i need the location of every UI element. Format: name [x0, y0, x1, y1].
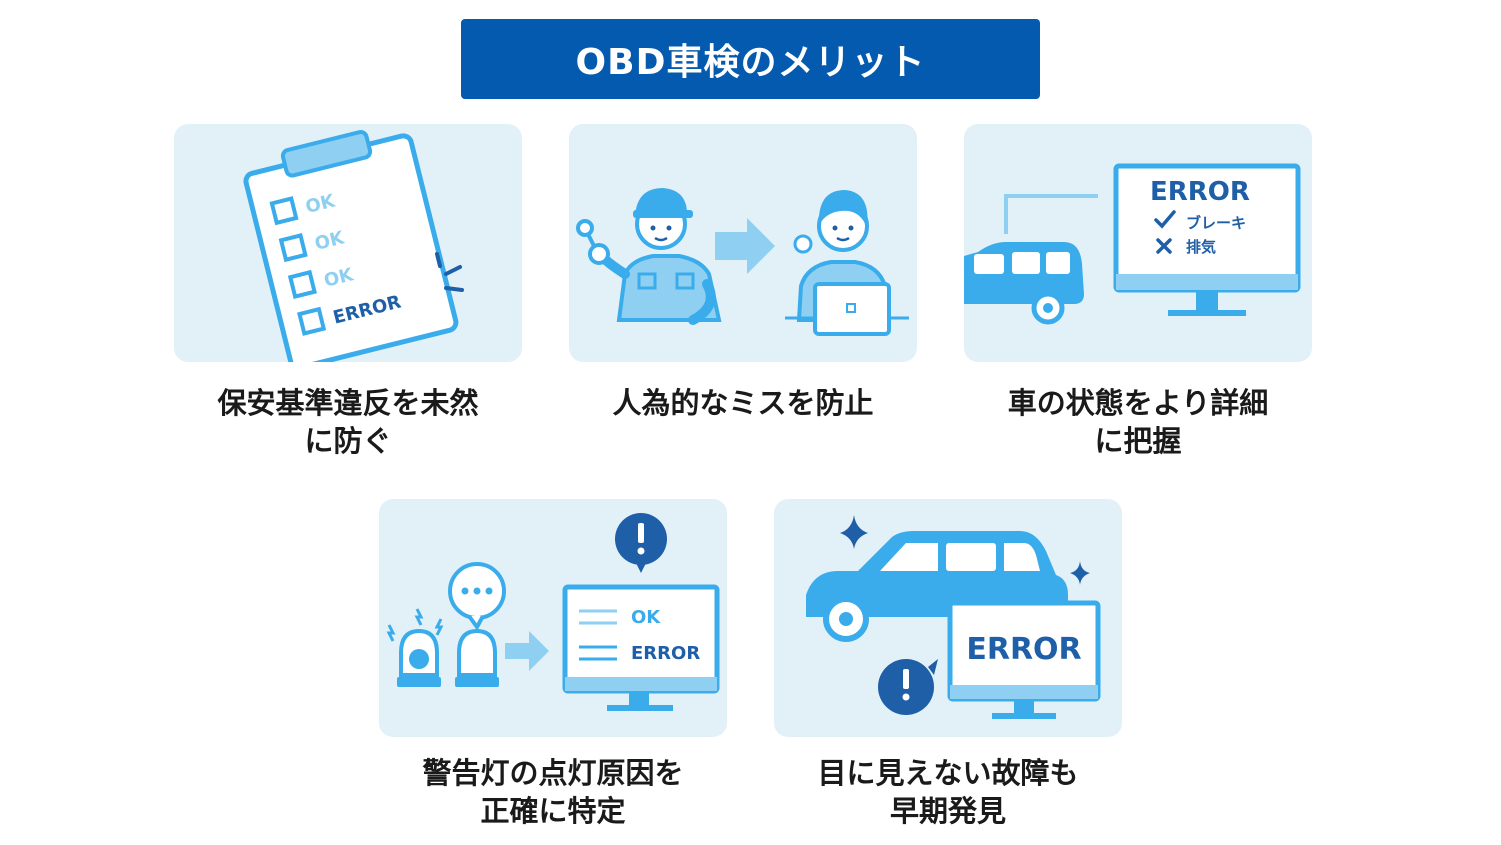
- caption-vehicle-status: 車の状態をより詳細 に把握: [928, 384, 1348, 460]
- caption-line: に把握: [1094, 424, 1182, 458]
- sparkle-icon: [1070, 561, 1090, 585]
- sparkle-icon: [840, 515, 868, 549]
- hidden-fault-illustration: ERROR: [806, 515, 1101, 719]
- car-icon: [806, 531, 1068, 617]
- check-icon: [1154, 210, 1176, 229]
- clipboard-illustration: OK OK OK ERROR: [243, 130, 464, 362]
- car-diagnostics-illustration: ERROR ブレーキ 排気: [964, 163, 1301, 325]
- panel-warning-lights: OK ERROR: [379, 499, 727, 737]
- caption-prevent-human-error: 人為的なミスを防止: [533, 384, 953, 422]
- caption-line: 保安基準違反を未然: [217, 386, 479, 420]
- caption-line: 早期発見: [889, 794, 1006, 828]
- caption-prevent-violation: 保安基準違反を未然 に防ぐ: [138, 384, 558, 460]
- panel-hidden-fault: ERROR: [774, 499, 1122, 737]
- panel-mechanic: [569, 124, 917, 362]
- warning-lamp-off-icon: [455, 628, 499, 687]
- title-banner: OBD車検のメリット: [461, 19, 1040, 99]
- screen-item-exhaust: 排気: [1186, 238, 1216, 256]
- exclamation-bubble-icon: [615, 513, 667, 573]
- cross-icon: [1156, 238, 1172, 254]
- arrow-right-icon: [505, 631, 549, 671]
- panel-diagnostics: ERROR ブレーキ 排気: [964, 124, 1312, 362]
- caption-warning-cause: 警告灯の点灯原因を 正確に特定: [343, 754, 763, 830]
- screen-item-brake: ブレーキ: [1186, 214, 1246, 232]
- exclamation-bubble-icon: [878, 659, 938, 715]
- panel-checklist: OK OK OK ERROR: [174, 124, 522, 362]
- caption-line: に防ぐ: [304, 424, 392, 458]
- alert-lines-icon: [435, 252, 464, 292]
- screen-title: ERROR: [1150, 177, 1250, 207]
- warning-lamp-on-icon: [386, 608, 444, 687]
- caption-early-detection: 目に見えない故障も 早期発見: [738, 754, 1158, 830]
- caption-line: 車の状態をより詳細: [1007, 386, 1269, 420]
- caption-line: 警告灯の点灯原因を: [422, 756, 684, 790]
- page-title: OBD車検のメリット: [575, 42, 926, 83]
- monitor-icon: [562, 584, 720, 694]
- warning-light-illustration: OK ERROR: [386, 513, 720, 711]
- speech-bubble-icon: [448, 562, 506, 631]
- caption-line: 正確に特定: [480, 794, 626, 828]
- arrow-right-icon: [715, 218, 775, 274]
- caption-line: 人為的なミスを防止: [612, 386, 874, 420]
- screen-line-ok: OK: [631, 607, 661, 628]
- laptop-icon: [813, 282, 891, 336]
- screen-error-text: ERROR: [966, 632, 1081, 667]
- caption-line: 目に見えない故障も: [817, 756, 1079, 790]
- mechanic-illustration: [576, 188, 909, 336]
- screen-line-error: ERROR: [631, 643, 700, 664]
